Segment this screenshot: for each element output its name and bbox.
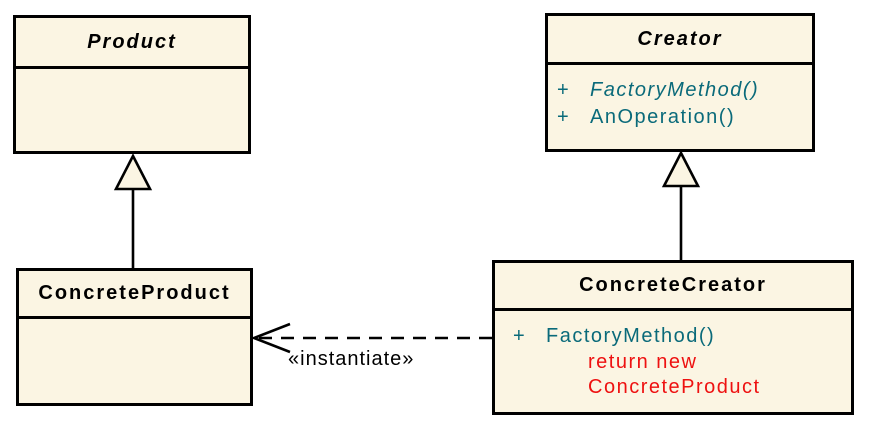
open-arrowhead-icon (250, 322, 291, 354)
generalization-arrow-product (113, 153, 153, 268)
operation-factory-method: + FactoryMethod() (557, 77, 806, 104)
class-title: ConcreteCreator (495, 263, 851, 311)
code-note-line: return new (588, 351, 698, 373)
operation-name: FactoryMethod() (546, 325, 716, 347)
class-body (16, 69, 248, 81)
instantiate-arrow (250, 322, 492, 354)
class-title: ConcreteProduct (19, 271, 250, 319)
class-box-concrete-product[interactable]: ConcreteProduct (16, 268, 253, 406)
class-body: + FactoryMethod() return new ConcretePro… (495, 311, 851, 400)
class-body: + FactoryMethod() + AnOperation() (548, 65, 812, 131)
hollow-triangle-icon (661, 150, 701, 188)
class-box-creator[interactable]: Creator + FactoryMethod() + AnOperation(… (545, 13, 815, 152)
visibility-marker: + (557, 106, 571, 128)
class-title: Product (16, 18, 248, 69)
operation-name: FactoryMethod() (590, 79, 760, 101)
operation-an-operation: + AnOperation() (557, 104, 806, 131)
generalization-arrow-creator (661, 150, 701, 260)
hollow-triangle-icon (113, 153, 153, 191)
class-body (19, 319, 250, 331)
code-note-line: ConcreteProduct (588, 376, 761, 398)
class-title: Creator (548, 16, 812, 65)
class-box-concrete-creator[interactable]: ConcreteCreator + FactoryMethod() return… (492, 260, 854, 415)
class-box-product[interactable]: Product (13, 15, 251, 154)
operation-name: AnOperation() (590, 106, 736, 128)
visibility-marker: + (513, 325, 527, 347)
visibility-marker: + (557, 79, 571, 101)
instantiate-label: «instantiate» (288, 348, 415, 370)
operation-factory-method: + FactoryMethod() (513, 323, 845, 350)
